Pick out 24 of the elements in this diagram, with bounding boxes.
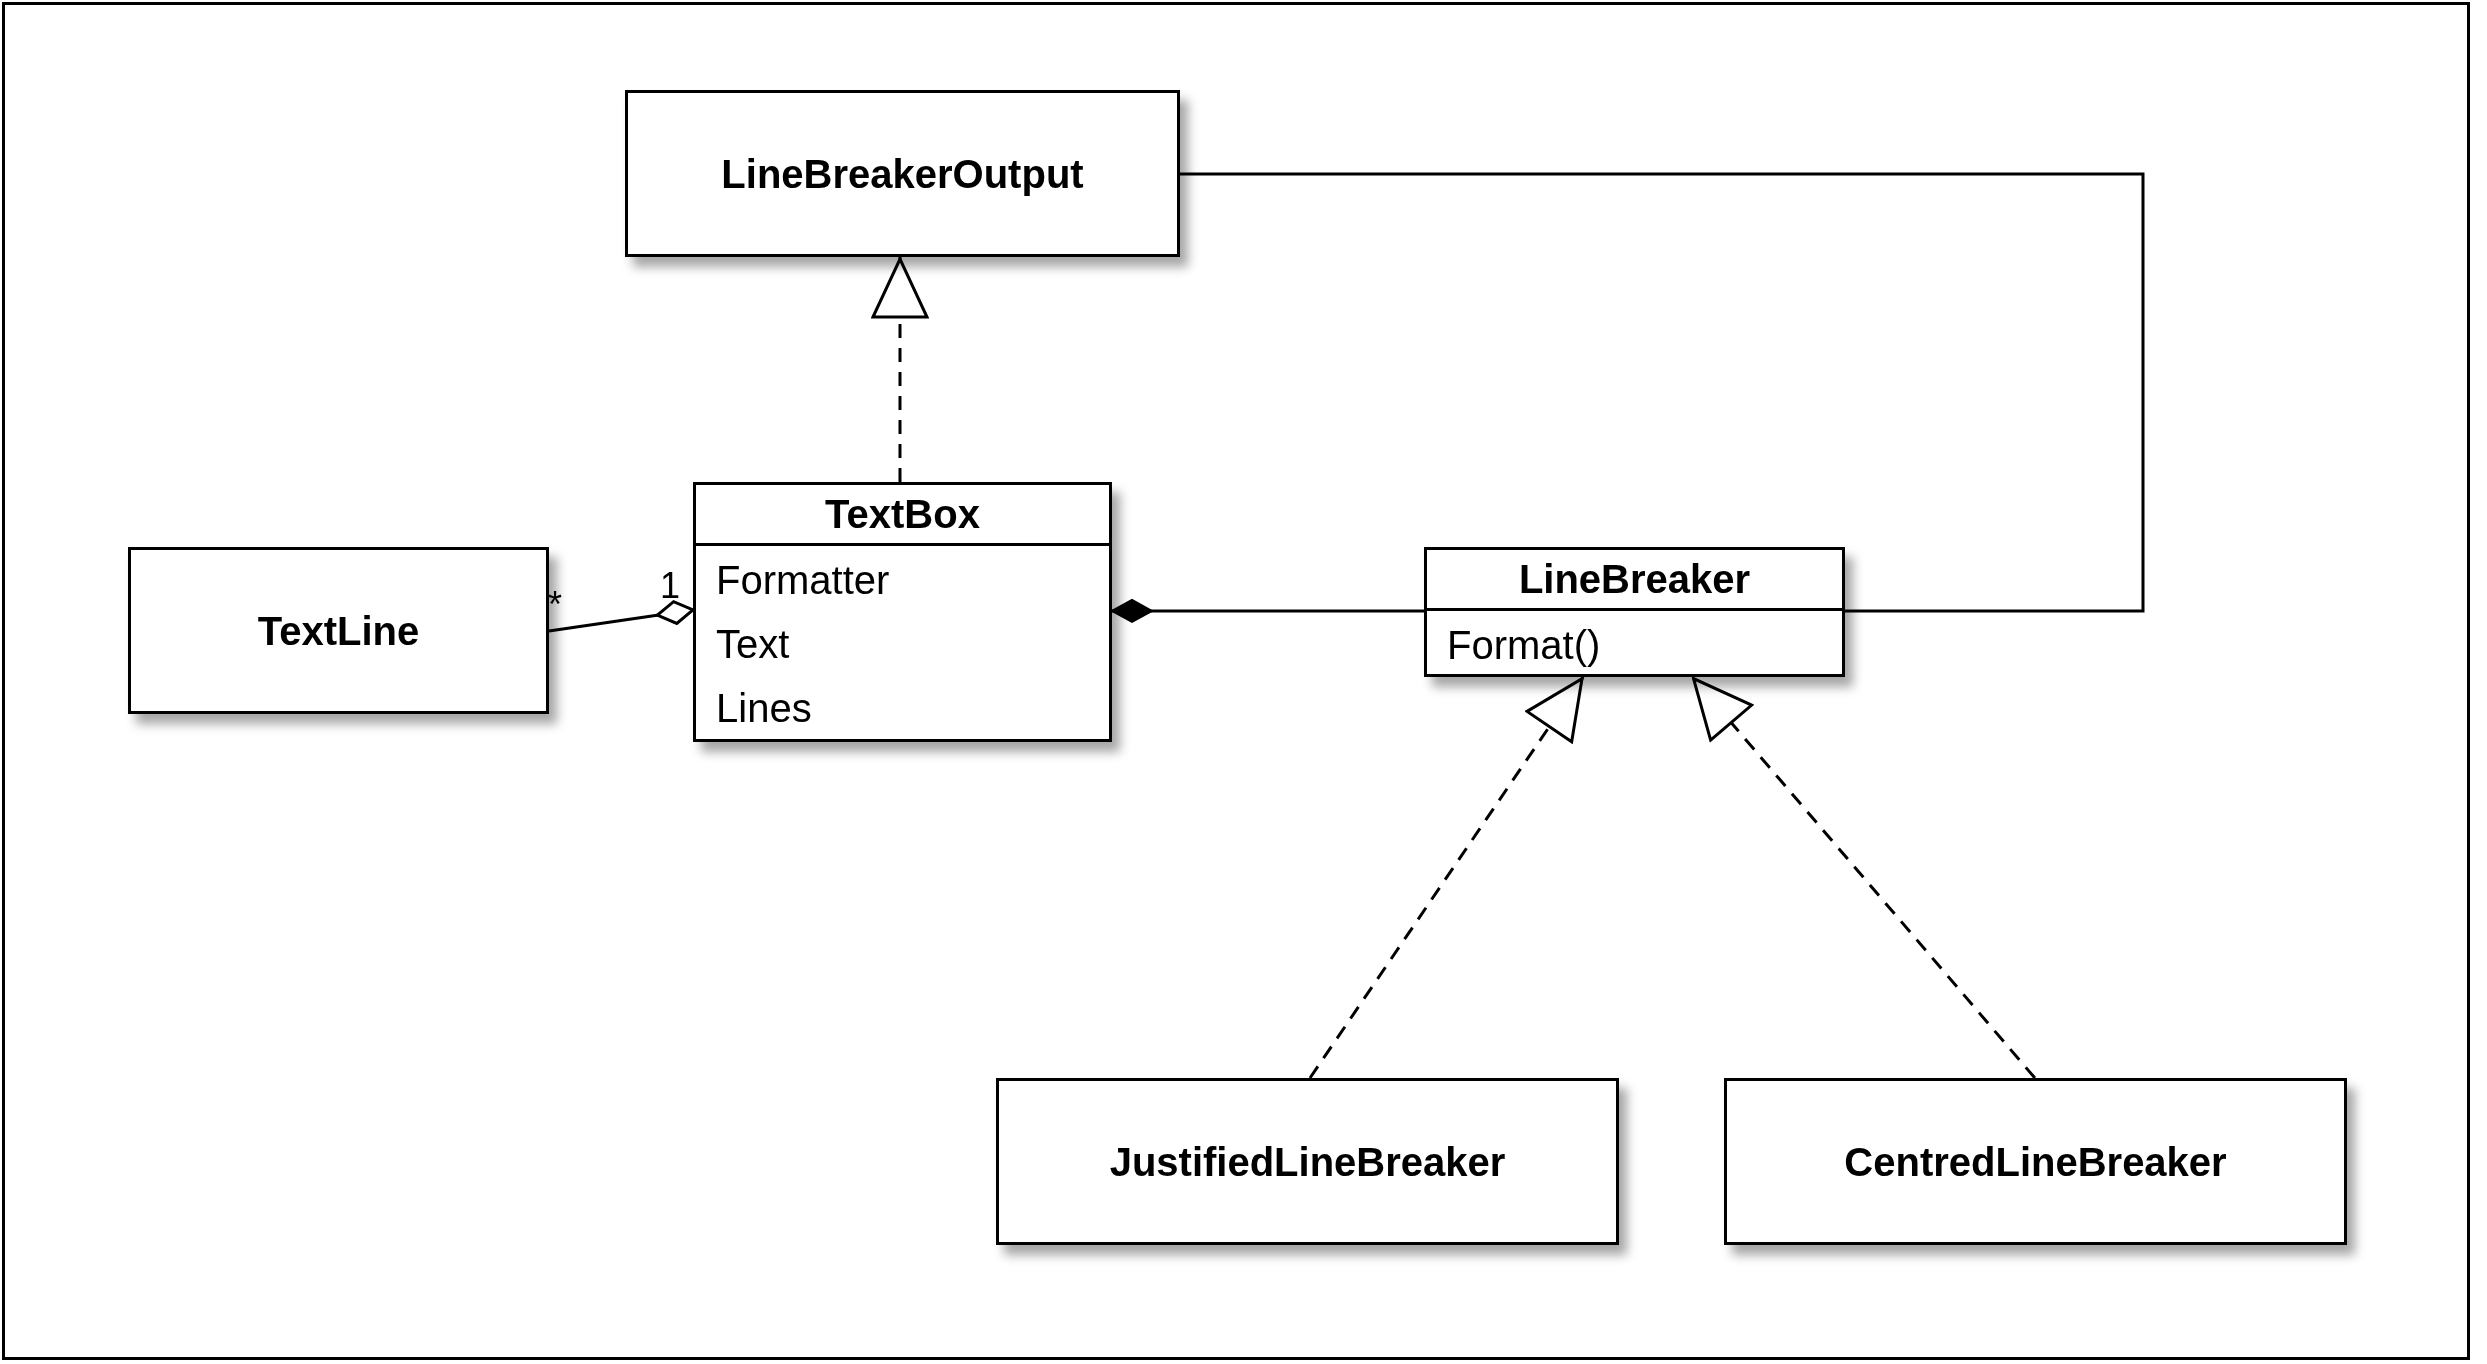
- class-member: Format(): [1447, 622, 1602, 669]
- class-name: TextLine: [257, 607, 420, 655]
- class-box: [1724, 1078, 2347, 1245]
- realization-arrow: [871, 257, 929, 482]
- class-name: TextBox: [696, 485, 1109, 546]
- class-member: Text: [716, 621, 791, 668]
- class-name: CentredLineBreaker: [1844, 1138, 2227, 1186]
- class-box: [996, 1078, 1619, 1245]
- association-line: [1111, 598, 1424, 623]
- multiplicity-label: *: [548, 585, 562, 625]
- class-box: [1424, 547, 1845, 677]
- multiplicity-label: 1: [660, 566, 681, 606]
- class-box: [693, 482, 1112, 742]
- class-member: Lines: [716, 685, 813, 732]
- class-name: LineBreakerOutput: [721, 150, 1084, 198]
- class-box: [128, 547, 549, 714]
- class-name: JustifiedLineBreaker: [1109, 1138, 1506, 1186]
- realization-arrow: [1691, 676, 2036, 1079]
- association-line: [548, 600, 695, 633]
- class-member: Formatter: [716, 557, 891, 604]
- class-name: LineBreaker: [1427, 550, 1842, 611]
- realization-arrow: [1308, 676, 1585, 1079]
- class-box: [625, 90, 1180, 257]
- connector-line: [1180, 172, 2145, 613]
